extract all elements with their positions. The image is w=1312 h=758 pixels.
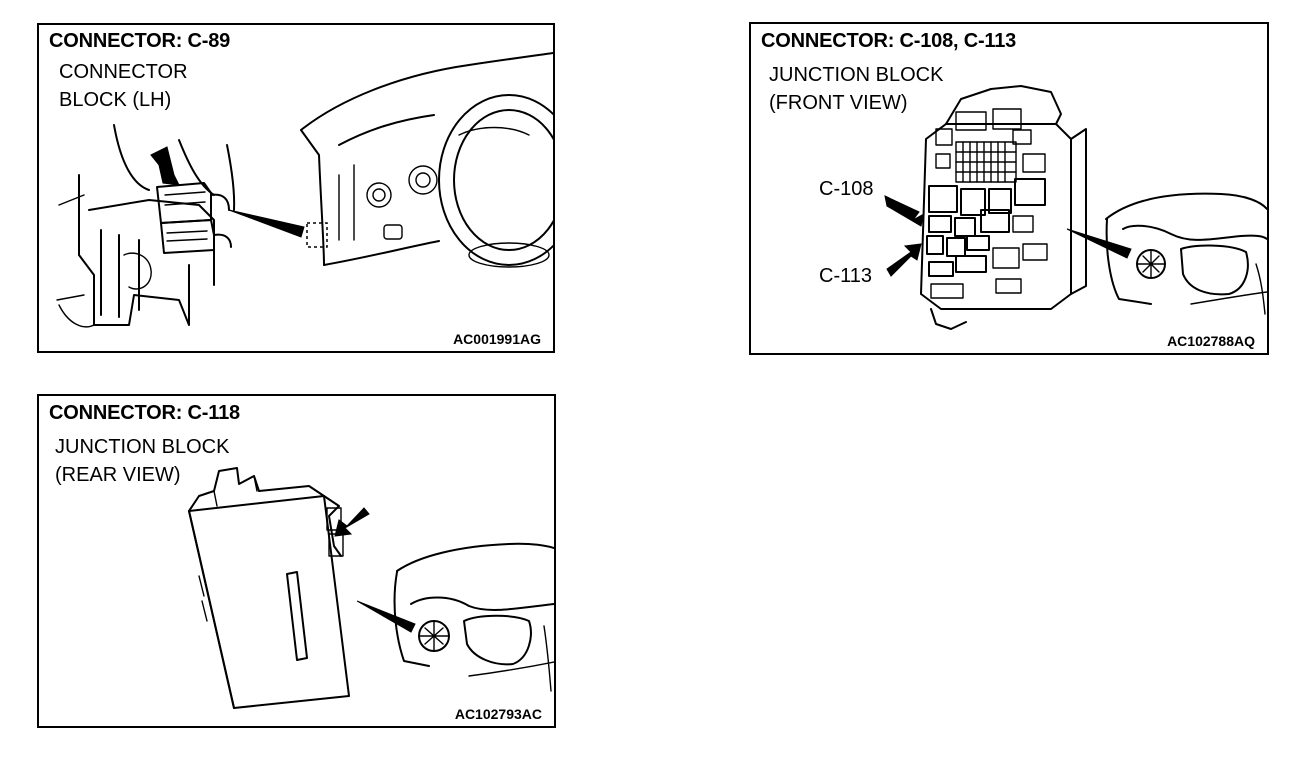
panel-title: CONNECTOR: C-118 [49, 402, 240, 424]
figure-code: AC102788AQ [1167, 333, 1255, 349]
panel-c108-c113: CONNECTOR: C-108, C-113 JUNCTION BLOCK (… [749, 22, 1269, 355]
callout-c108: C-108 [819, 178, 874, 200]
junction-block-front-illustration [884, 85, 1267, 330]
panel-subtitle-line: CONNECTOR [59, 61, 188, 83]
junction-block-rear-illustration [188, 467, 554, 709]
connector-block-illustration [56, 52, 553, 328]
figure-code: AC001991AG [453, 331, 541, 347]
panel-subtitle-line: BLOCK (LH) [59, 89, 172, 111]
panel-title: CONNECTOR: C-108, C-113 [761, 30, 1017, 52]
panel-subtitle-line: (FRONT VIEW) [769, 92, 908, 114]
panel-subtitle-line: JUNCTION BLOCK [769, 64, 944, 86]
callout-c113: C-113 [819, 265, 872, 287]
panel-subtitle-line: (REAR VIEW) [55, 464, 181, 486]
panel-c89: CONNECTOR: C-89 CONNECTOR BLOCK (LH) AC0… [37, 23, 555, 353]
panel-subtitle-line: JUNCTION BLOCK [55, 436, 230, 458]
panel-c118: CONNECTOR: C-118 JUNCTION BLOCK (REAR VI… [37, 394, 556, 728]
panel-title: CONNECTOR: C-89 [49, 30, 231, 52]
figure-code: AC102793AC [454, 706, 542, 722]
